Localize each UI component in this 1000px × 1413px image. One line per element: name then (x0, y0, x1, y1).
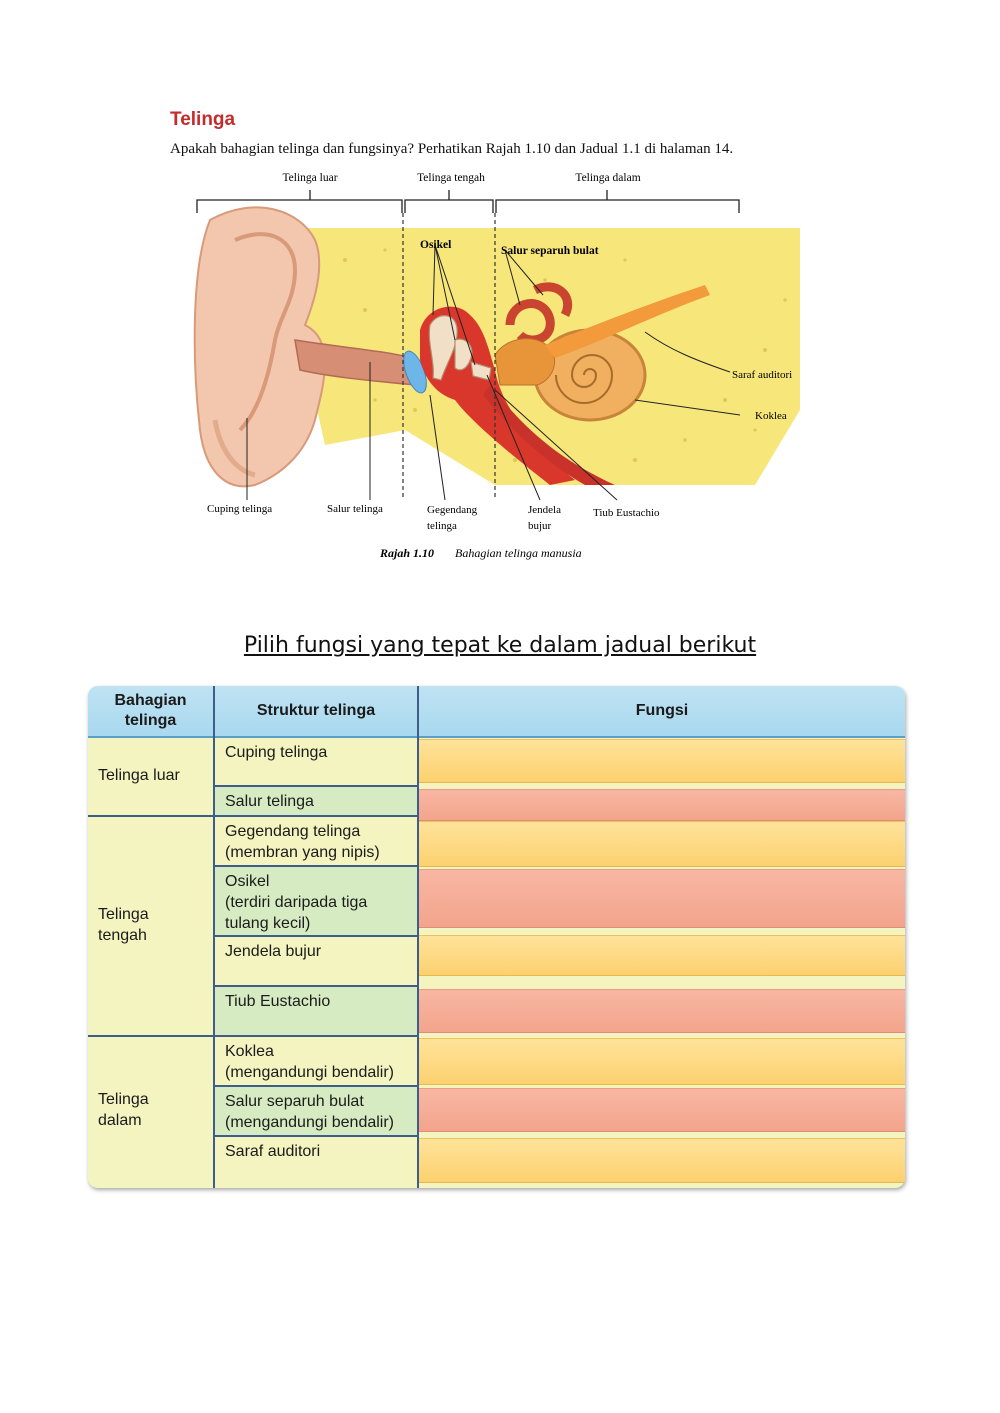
auditory-nerve-shape (545, 285, 710, 358)
pinna-fold (234, 232, 298, 432)
header-part: Bahagian telinga (88, 686, 213, 736)
header-function: Fungsi (419, 686, 905, 736)
ear-lobe (212, 419, 256, 478)
struct-bg-salur-separuh (215, 1087, 417, 1136)
label-osikel: Osikel (420, 239, 451, 251)
structure-tiub-eustachio: Tiub Eustachio (225, 993, 331, 1010)
label-gegendang-1: Gegendang (427, 504, 478, 516)
gridline-row7 (213, 1085, 419, 1087)
region-label-inner: Telinga dalam (575, 172, 640, 184)
function-dropzone-cuping-telinga[interactable] (419, 739, 905, 783)
figure-caption-text: Bahagian telinga manusia (455, 546, 582, 560)
label-salur-telinga: Salur telinga (327, 503, 383, 515)
figure-title: Telinga (170, 109, 236, 130)
struct-bg-tiub (215, 987, 417, 1036)
label-saraf-auditori: Saraf auditori (732, 369, 792, 381)
region-label-middle: Telinga tengah (417, 172, 485, 184)
ossicles-shape (428, 315, 492, 381)
struct-bg-osikel (215, 866, 417, 936)
function-dropzone-salur-telinga[interactable] (419, 789, 905, 821)
header-structure: Struktur telinga (215, 686, 417, 736)
function-dropzone-osikel[interactable] (419, 869, 905, 928)
function-dropzone-salur-separuh-bulat[interactable] (419, 1088, 905, 1132)
structure-cuping-telinga: Cuping telinga (225, 744, 328, 761)
struct-bg-salur (215, 787, 417, 816)
structure-jendela-bujur: Jendela bujur (225, 943, 322, 960)
instruction-heading: Pilih fungsi yang tepat ke dalam jadual … (243, 633, 757, 658)
label-salur-separuh-bulat: Salur separuh bulat (501, 245, 599, 257)
gridline-row1 (213, 785, 419, 787)
pinna-shape (193, 206, 326, 488)
ear-diagram-figure: Telinga Apakah bahagian telinga dan fung… (170, 109, 800, 560)
header-part-line1: Bahagian (114, 692, 187, 709)
figure-question: Apakah bahagian telinga dan fungsinya? P… (170, 141, 733, 157)
gridline-header (88, 736, 905, 738)
gridline-row8 (213, 1135, 419, 1137)
label-tiub-eustachio: Tiub Eustachio (593, 507, 660, 519)
structure-koklea: Koklea(mengandungi bendalir) (225, 1043, 394, 1081)
cochlea-spiral (555, 354, 614, 404)
label-gegendang-2: telinga (427, 520, 457, 532)
gridline-row3 (213, 865, 419, 867)
label-koklea: Koklea (755, 410, 787, 422)
dashed-region-dividers (402, 213, 496, 500)
function-dropzone-tiub-eustachio[interactable] (419, 989, 905, 1033)
label-jendela-1: Jendela (528, 504, 561, 516)
header-part-line2: telinga (124, 712, 177, 729)
gridline-col1 (213, 686, 215, 1188)
structure-salur-separuh-bulat: Salur separuh bulat(mengandungi bendalir… (225, 1093, 394, 1131)
region-label-outer: Telinga luar (282, 172, 337, 184)
structure-saraf-auditori: Saraf auditori (225, 1143, 321, 1160)
function-dropzone-gegendang-telinga[interactable] (419, 821, 905, 867)
region-brackets (196, 190, 740, 213)
figure-caption-number: Rajah 1.10 (379, 546, 434, 560)
function-dropzone-saraf-auditori[interactable] (419, 1138, 905, 1183)
gridline-row5 (213, 985, 419, 987)
eustachian-tube-shape (483, 385, 615, 485)
structure-gegendang-telinga: Gegendang telinga(membran yang nipis) (225, 823, 380, 861)
leader-lines (246, 244, 741, 501)
label-jendela-2: bujur (528, 520, 552, 532)
gridline-group1 (88, 815, 419, 817)
label-cuping-telinga: Cuping telinga (207, 503, 272, 515)
structure-salur-telinga: Salur telinga (225, 793, 314, 810)
part-telinga-luar: Telinga luar (98, 767, 180, 784)
function-dropzone-jendela-bujur[interactable] (419, 935, 905, 976)
gridline-col2 (417, 686, 419, 1188)
function-dropzone-koklea[interactable] (419, 1038, 905, 1085)
gridline-row4 (213, 935, 419, 937)
gridline-group2 (88, 1035, 419, 1037)
